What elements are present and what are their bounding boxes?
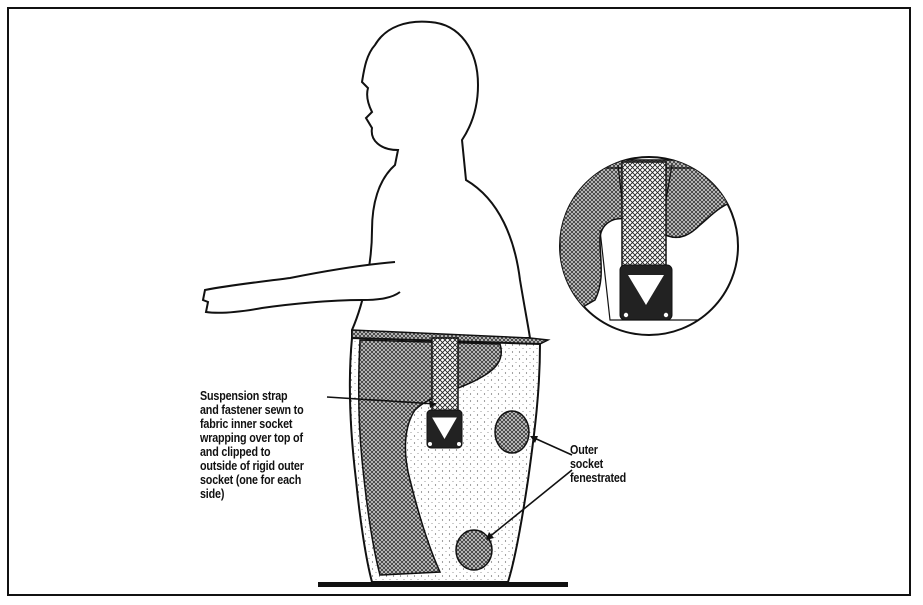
floor-line — [318, 582, 568, 587]
fenestration-lower — [456, 530, 492, 570]
outer-socket-label: Outer socket fenestrated — [570, 443, 639, 485]
suspension-strap — [432, 338, 458, 414]
suspension-strap-label: Suspension strap and fastener sewn to fa… — [200, 389, 338, 501]
fenestration-upper — [495, 411, 529, 453]
outer-leader-upper — [532, 437, 572, 455]
